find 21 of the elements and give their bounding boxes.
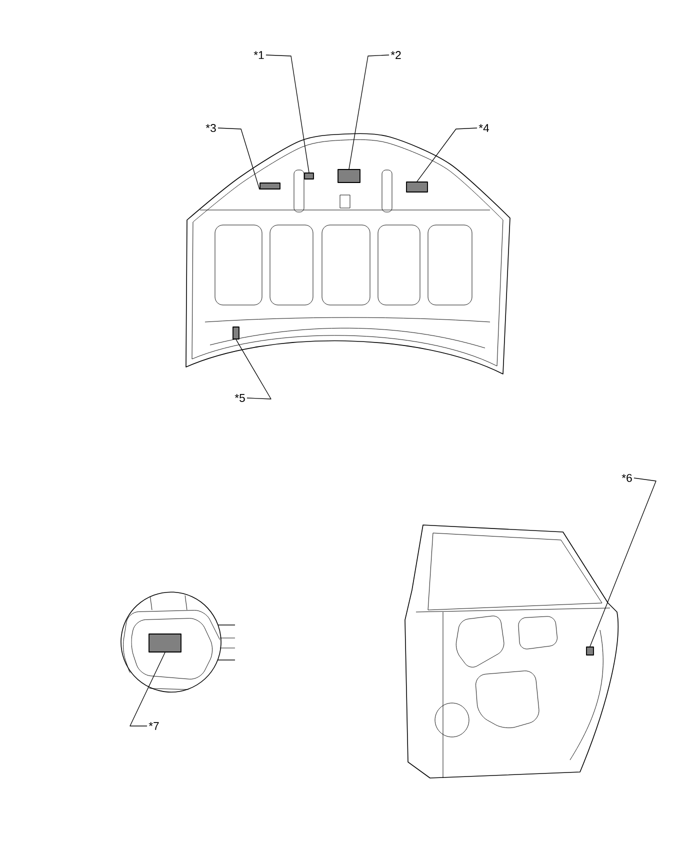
callout-number: *5 bbox=[234, 394, 245, 402]
marking-patch bbox=[148, 634, 182, 652]
callout-number: *3 bbox=[206, 124, 216, 132]
callout-number: *4 bbox=[478, 124, 490, 132]
marking-patch bbox=[586, 646, 594, 656]
leader-line bbox=[218, 128, 260, 190]
marking-patch bbox=[406, 182, 428, 192]
callout-number: *2 bbox=[390, 51, 401, 59]
leader-line bbox=[266, 54, 310, 173]
marking-patch bbox=[304, 172, 314, 180]
leader-line bbox=[348, 54, 390, 170]
leader-line bbox=[590, 478, 656, 647]
marking-patch bbox=[232, 326, 240, 340]
callout-number: *1 bbox=[254, 51, 264, 59]
marking-patch bbox=[260, 182, 280, 190]
leader-line bbox=[416, 128, 478, 182]
leader-line bbox=[130, 652, 166, 726]
leader-line bbox=[236, 339, 272, 400]
marking-patch bbox=[338, 169, 360, 183]
callout-number: *7 bbox=[148, 722, 159, 730]
callout-number: *6 bbox=[622, 474, 632, 482]
